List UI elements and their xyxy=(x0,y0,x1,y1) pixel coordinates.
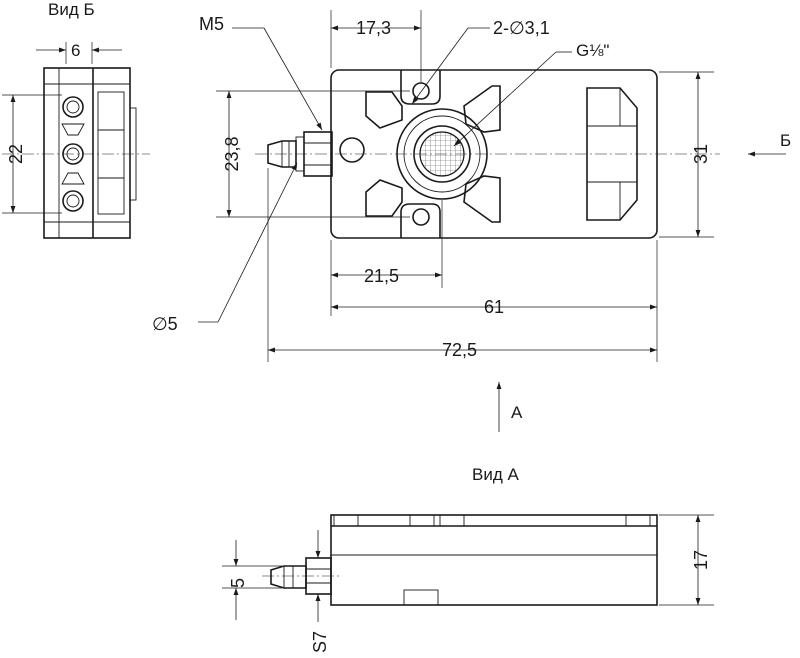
leader-m5: M5 xyxy=(199,14,323,131)
main-small-circle xyxy=(339,137,365,163)
view-a-bottom-clip xyxy=(403,589,439,606)
dim-6-label: 6 xyxy=(71,41,80,60)
view-a-body xyxy=(330,514,658,606)
view-a-tab-1 xyxy=(333,514,359,527)
view-b-arrow-label: Б xyxy=(780,131,791,150)
dim-72-5: 72,5 xyxy=(267,168,658,362)
mounting-hole-top xyxy=(400,70,441,105)
dim-61-label: 61 xyxy=(484,297,504,317)
view-a-arrow: А xyxy=(496,382,523,432)
view-b-contact-top xyxy=(62,96,84,118)
view-a-tab-4 xyxy=(625,514,651,527)
mounting-hole-bottom xyxy=(400,203,441,238)
main-view: 17,3 M5 2-∅3,1 G⅛" 23,8 xyxy=(152,10,791,432)
leader-2xd3-1: 2-∅3,1 xyxy=(411,18,550,105)
view-a-arrow-label: А xyxy=(511,403,523,422)
label-g18: G⅛" xyxy=(576,41,609,60)
view-b-arrow: Б xyxy=(748,131,791,157)
dim-23-8-label: 23,8 xyxy=(222,136,242,171)
label-2xd3-1: 2-∅3,1 xyxy=(493,18,550,38)
dim-72-5-label: 72,5 xyxy=(442,340,477,360)
dim-s7: S7 xyxy=(310,530,330,653)
view-a-fitting xyxy=(262,557,340,595)
dim-17: 17 xyxy=(659,514,714,606)
pad-top-right xyxy=(463,85,501,133)
dim-61: 61 xyxy=(330,240,658,317)
dim-31: 31 xyxy=(659,71,714,238)
view-a-tab-3 xyxy=(439,514,465,527)
view-b-title: Вид Б xyxy=(48,0,95,19)
pad-top-left xyxy=(365,91,403,129)
view-b-body xyxy=(43,67,131,239)
dim-23-8: 23,8 xyxy=(216,90,410,218)
view-b: Вид Б 6 22 xyxy=(2,0,150,239)
dim-5: 5 xyxy=(222,540,282,620)
dim-6: 6 xyxy=(36,41,122,64)
dim-21-5-label: 21,5 xyxy=(364,266,399,286)
pad-bottom-right xyxy=(463,175,501,223)
dim-17-3: 17,3 xyxy=(330,10,422,82)
view-a: Вид А 5 xyxy=(222,465,714,653)
dim-17-3-label: 17,3 xyxy=(356,18,391,38)
dim-21-5: 21,5 xyxy=(330,200,443,288)
dim-s7-label: S7 xyxy=(310,631,330,653)
view-a-title: Вид А xyxy=(472,465,519,484)
connector-block xyxy=(586,87,638,221)
label-m5: M5 xyxy=(199,14,224,34)
leader-g18: G⅛" xyxy=(453,41,609,147)
view-b-contact-bottom xyxy=(62,190,84,212)
port-g18 xyxy=(396,108,488,200)
dim-17-label: 17 xyxy=(691,550,711,570)
view-a-tab-2 xyxy=(409,514,435,527)
dim-22-label: 22 xyxy=(6,144,26,164)
leader-d5: ∅5 xyxy=(152,162,298,334)
label-d5: ∅5 xyxy=(152,314,178,334)
pad-bottom-left xyxy=(365,179,403,217)
dim-5-label: 5 xyxy=(228,578,248,588)
dim-31-label: 31 xyxy=(691,144,711,164)
